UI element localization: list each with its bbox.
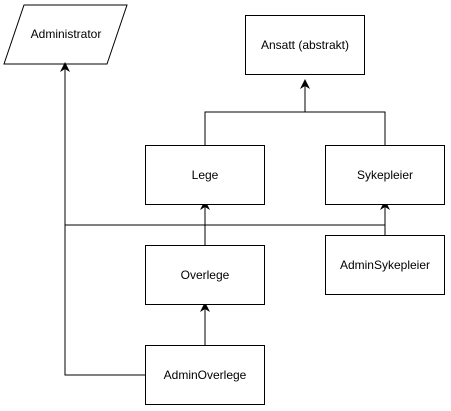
lege-box[interactable]: Lege <box>145 145 265 205</box>
administrator-label: Administrator <box>30 27 102 41</box>
edge-sykepleier-ansatt <box>300 79 386 145</box>
adminsykepleier-box[interactable]: AdminSykepleier <box>325 235 445 295</box>
adminoverlege-label: AdminOverlege <box>163 368 247 382</box>
edge-adminoverlege-administrator <box>60 62 145 376</box>
edge-lege-ansatt <box>204 111 305 145</box>
administrator-shape[interactable] <box>3 4 128 65</box>
overlege-label: Overlege <box>180 268 230 282</box>
ansatt-label: Ansatt (abstrakt) <box>260 38 350 52</box>
adminoverlege-box[interactable]: AdminOverlege <box>145 345 265 405</box>
sykepleier-box[interactable]: Sykepleier <box>325 145 445 205</box>
ansatt-box[interactable]: Ansatt (abstrakt) <box>245 15 365 75</box>
overlege-box[interactable]: Overlege <box>145 245 265 305</box>
sykepleier-label: Sykepleier <box>356 168 414 182</box>
adminsykepleier-label: AdminSykepleier <box>339 258 431 272</box>
lege-label: Lege <box>191 168 219 182</box>
